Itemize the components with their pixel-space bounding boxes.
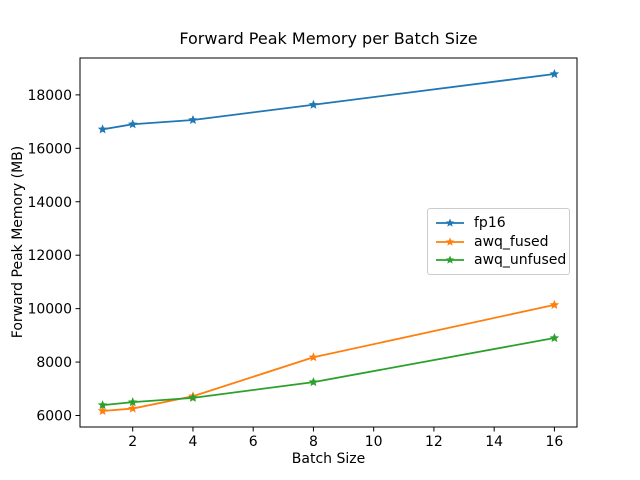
x-tick-label: 4 [188, 434, 197, 450]
x-tick-label: 2 [128, 434, 137, 450]
x-tick-label: 8 [309, 434, 318, 450]
legend-line-star-swatch [436, 237, 464, 246]
legend-label: awq_unfused [474, 252, 567, 268]
data-point-marker-awq_unfused [549, 333, 560, 343]
data-point-marker-awq_unfused [308, 377, 319, 387]
data-point-marker-fp16 [308, 99, 319, 109]
legend-item-awq-unfused: awq_unfused [435, 251, 566, 269]
series-line-fp16 [101, 73, 556, 131]
data-point-marker-fp16 [97, 124, 108, 134]
data-point-marker-awq_unfused [188, 392, 198, 402]
data-point-marker-fp16 [127, 119, 138, 129]
legend-label: awq_fused [474, 233, 549, 250]
data-point-marker-awq_fused [97, 405, 108, 416]
legend-line-star-swatch [436, 218, 464, 227]
legend: fp16 awq_fused awq_unfused [427, 208, 570, 275]
data-point-marker-awq_fused [549, 299, 560, 309]
axes-frame [79, 57, 578, 428]
x-tick-label: 12 [425, 434, 443, 450]
x-tick-label: 6 [249, 434, 258, 450]
y-tick-label: 18000 [27, 88, 72, 104]
data-point-marker-awq_unfused [127, 397, 138, 407]
data-point-marker-awq_fused [127, 403, 138, 413]
legend-item-awq-fused: awq_fused [435, 233, 561, 251]
data-point-marker-awq_fused [308, 352, 319, 362]
legend-item-fp16: fp16 [435, 214, 561, 232]
y-tick-label: 8000 [36, 355, 72, 371]
y-tick-label: 6000 [36, 409, 72, 425]
y-tick-label: 16000 [27, 141, 72, 157]
chart-title: Forward Peak Memory per Batch Size [179, 29, 478, 48]
x-tick-label: 14 [485, 434, 503, 450]
series-line-awq_fused [101, 303, 556, 412]
data-point-marker-fp16 [549, 69, 560, 79]
y-tick-label: 14000 [27, 195, 72, 211]
legend-label: fp16 [474, 215, 506, 231]
y-tick-label: 12000 [27, 248, 72, 264]
data-point-marker-fp16 [188, 114, 198, 125]
series-line-awq_unfused [101, 337, 556, 406]
x-axis-label: Batch Size [291, 451, 366, 467]
data-point-marker-awq_unfused [97, 400, 108, 410]
legend-line-star-swatch [436, 255, 464, 264]
y-tick-label: 10000 [27, 302, 72, 318]
x-tick-label: 10 [365, 434, 383, 450]
x-tick-label: 16 [545, 434, 563, 450]
